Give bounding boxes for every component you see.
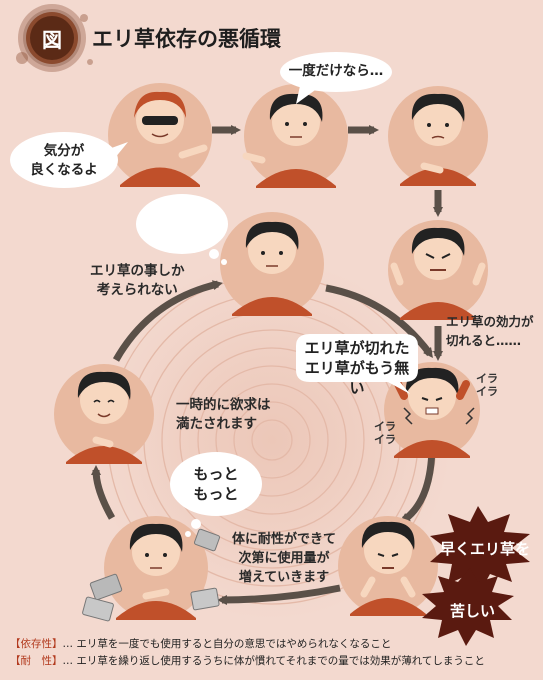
character-worried — [388, 86, 488, 186]
label-just-once: 一度だけなら… — [288, 63, 384, 79]
footnote-text: … エリ草を繰り返し使用するうちに体が慣れてそれまでの量では効果が薄れてしまうこ… — [62, 655, 485, 667]
flow-arrows — [91, 125, 443, 605]
character-irritated — [384, 362, 480, 458]
burst-shapes — [422, 506, 530, 646]
sunglasses-icon — [142, 116, 178, 125]
cycle-arc-top-right — [325, 284, 433, 359]
speech-bubble-feel-good — [10, 132, 128, 188]
burst-quickly — [430, 506, 530, 592]
irritation-marks — [403, 407, 475, 425]
label-ran-out: エリ草が切れた エリ草がもう無い — [304, 339, 410, 397]
character-suffering — [338, 516, 438, 616]
character-sunglasses — [108, 83, 212, 187]
diagram-title: 図 エリ草依存の悪循環 — [30, 16, 281, 60]
figure-badge: 図 — [30, 16, 74, 60]
footnote-term: 【耐 性】 — [10, 655, 63, 667]
label-tolerance: 体に耐性ができて 次第に使用量が 増えていきます — [232, 532, 337, 585]
label-more: もっと もっと — [193, 465, 239, 503]
footnote-term: 【依存性】 — [10, 638, 63, 650]
label-feel-good: 気分が 良くなるよ — [30, 143, 98, 178]
label-quickly: 早くエリ草を — [440, 540, 531, 558]
speech-bubble-ran-out — [296, 334, 418, 394]
label-ira-left: イラ イラ — [374, 420, 396, 446]
cycle-arc-left-upper — [112, 280, 223, 362]
character-craving — [220, 212, 324, 316]
label-only-think: エリ草の事しか 考えられない — [90, 263, 185, 298]
thought-bubble-jars — [136, 194, 228, 265]
character-frustrated — [388, 220, 488, 320]
footnotes: 【依存性】 … エリ草を一度でも使用すると自分の意思ではやめられなくなること 【… — [10, 636, 535, 670]
thought-bubble-more — [170, 452, 262, 537]
speech-bubbles — [10, 52, 418, 537]
burst-painful — [422, 568, 514, 646]
speech-bubble-just-once — [280, 52, 392, 104]
label-satisfied: 一時的に欲求は 満たされます — [176, 397, 271, 432]
character-hesitant — [242, 84, 348, 188]
character-using-more — [104, 516, 208, 620]
label-effect-wears: エリ草の効力が 切れると…… — [446, 314, 534, 348]
empty-cups-icon — [82, 528, 221, 622]
title-text: エリ草依存の悪循環 — [92, 27, 281, 51]
character-relieved — [54, 364, 154, 464]
label-painful: 苦しい — [450, 602, 496, 620]
character-circles — [54, 83, 488, 620]
cycle-arc-bottom — [217, 584, 341, 605]
label-ira-right: イラ イラ — [476, 372, 498, 398]
footnote-dependence: 【依存性】 … エリ草を一度でも使用すると自分の意思ではやめられなくなること — [10, 636, 535, 653]
footnote-tolerance: 【耐 性】 … エリ草を繰り返し使用するうちに体が慣れてそれまでの量では効果が薄… — [10, 653, 535, 670]
cycle-arc-left-lower — [91, 465, 116, 520]
footnote-text: … エリ草を一度でも使用すると自分の意思ではやめられなくなること — [62, 638, 392, 650]
